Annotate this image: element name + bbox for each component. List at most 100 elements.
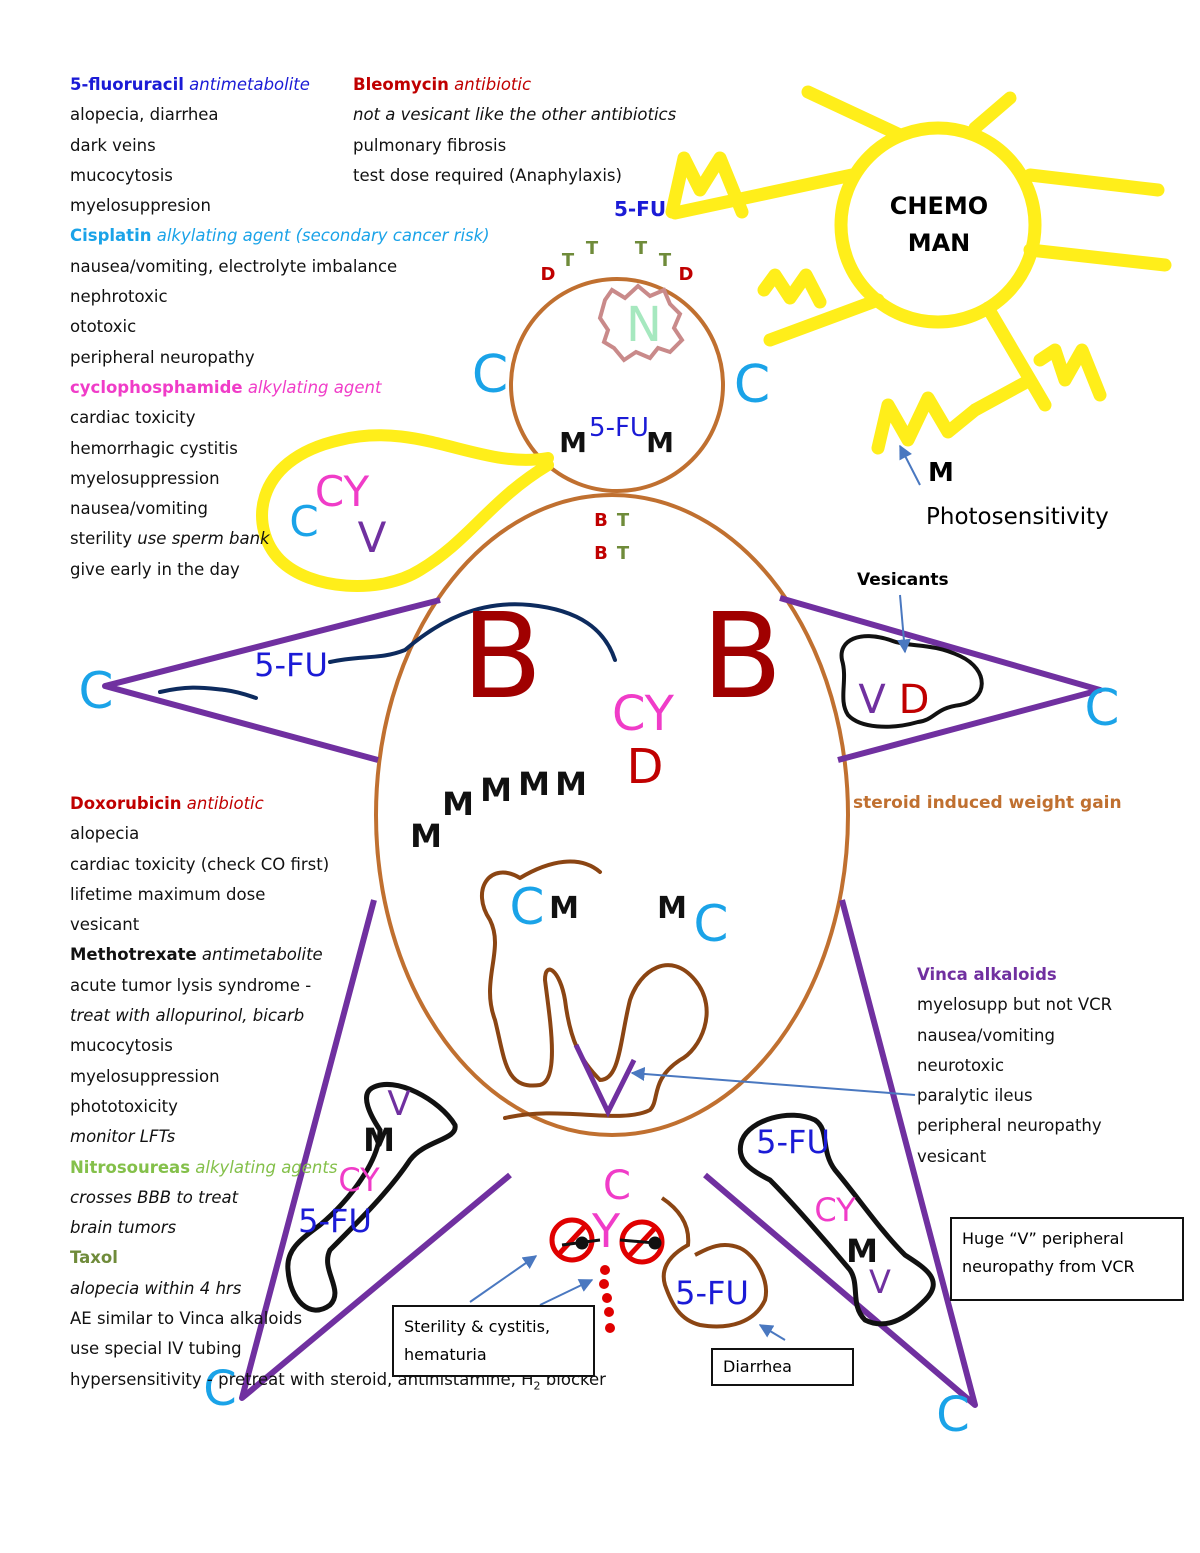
letter-mark: M <box>410 817 442 855</box>
steroid-label: steroid induced weight gain <box>853 793 1122 813</box>
note-line: brain tumors <box>70 1213 606 1243</box>
mouth-swoosh <box>256 429 554 592</box>
letter-mark: 5-FU <box>589 413 649 443</box>
note-text: brain tumors <box>70 1218 177 1238</box>
chemo-label-line2: MAN <box>907 229 971 257</box>
note-text: give early in the day <box>70 559 240 579</box>
note-text: Bleomycin <box>353 75 449 94</box>
letter-mark: C <box>734 355 770 415</box>
note-text: myelosuppression <box>70 468 220 488</box>
letter-mark: C <box>472 345 508 405</box>
v-mark <box>573 1043 637 1118</box>
note-text: hemorrhagic cystitis <box>70 438 238 458</box>
note-text: cardiac toxicity (check CO first) <box>70 854 330 874</box>
letter-mark: T <box>562 250 575 271</box>
photosensitivity-label: Photosensitivity <box>926 504 1109 530</box>
note-text: pulmonary fibrosis <box>353 135 507 155</box>
letter-mark: T <box>659 250 672 271</box>
note-line: AE similar to Vinca alkaloids <box>70 1304 606 1334</box>
note-text: crosses BBB to treat <box>70 1187 239 1207</box>
note-line: myelosupp but not VCR <box>917 990 1112 1020</box>
note-line: cardiac toxicity <box>70 403 490 433</box>
letter-mark: T <box>586 238 599 259</box>
letter-mark: CY <box>338 1161 380 1199</box>
letter-mark: M <box>363 1121 395 1159</box>
note-line: nausea/vomiting <box>70 494 490 524</box>
note-line: treat with allopurinol, bicarb <box>70 1001 606 1031</box>
note-text: nausea/vomiting <box>917 1025 1055 1045</box>
note-text: paralytic ileus <box>917 1086 1033 1106</box>
note-text: sterility <box>70 529 132 549</box>
vesicant-blob <box>839 634 984 729</box>
note-text: acute tumor lysis syndrome - <box>70 975 312 995</box>
note-line: mucocytosis <box>70 1031 606 1061</box>
letter-mark: M <box>549 891 579 926</box>
note-line: hemorrhagic cystitis <box>70 434 490 464</box>
note-line: Cisplatin alkylating agent (secondary ca… <box>70 221 490 251</box>
note-line: not a vesicant like the other antibiotic… <box>353 100 676 130</box>
note-line: pulmonary fibrosis <box>353 131 676 161</box>
note-subtext: antimetabolite <box>196 945 323 965</box>
note-text: Cisplatin <box>70 226 152 246</box>
note-text: alopecia within 4 hrs <box>70 1278 242 1298</box>
sun <box>665 85 1172 455</box>
letter-mark: B <box>462 587 543 725</box>
letter-mark: CY <box>315 467 370 516</box>
note-line: myelosuppression <box>70 464 490 494</box>
letter-mark: Y <box>591 1204 621 1258</box>
letter-mark: M <box>442 785 474 823</box>
letter-mark: B <box>594 510 608 531</box>
note-line: paralytic ileus <box>917 1081 1112 1111</box>
note-line: Taxol <box>70 1243 606 1273</box>
note-line: crosses BBB to treat <box>70 1183 606 1213</box>
note-line: Nitrosoureas alkylating agents <box>70 1153 606 1183</box>
blood-drops-icon <box>599 1265 615 1333</box>
legs <box>239 899 978 1408</box>
note-text: 5-fluoruracil <box>70 75 184 94</box>
note-text: peripheral neuropathy <box>70 347 255 367</box>
note-text: Methotrexate <box>70 945 197 965</box>
note-text: mucocytosis <box>70 165 173 185</box>
note-line: vesicant <box>70 910 606 940</box>
testes-icon <box>561 1236 662 1250</box>
letter-mark: V <box>858 677 886 723</box>
letter-mark: T <box>617 543 630 564</box>
note-text: Nitrosoureas <box>70 1157 191 1177</box>
chemo-label-line1: CHEMO <box>889 192 989 220</box>
head <box>509 277 725 493</box>
note-subtext: alkylating agent (secondary cancer risk) <box>151 226 490 246</box>
note-text: AE similar to Vinca alkaloids <box>70 1309 303 1329</box>
note-line: give early in the day <box>70 555 490 585</box>
note-text: neurotoxic <box>917 1055 1005 1075</box>
note-line: myelosuppresion <box>70 191 490 221</box>
letter-mark: V <box>869 1263 891 1301</box>
note-line: cardiac toxicity (check CO first) <box>70 850 606 880</box>
note-text: nephrotoxic <box>70 287 168 307</box>
letter-mark: 5-FU <box>254 646 328 684</box>
note-text: alopecia <box>70 824 140 844</box>
note-text: Doxorubicin <box>70 794 182 813</box>
note-line: myelosuppression <box>70 1062 606 1092</box>
arrows <box>469 444 921 1341</box>
note-line: alopecia <box>70 819 606 849</box>
note-line: 5-fluoruracil antimetabolite <box>70 70 490 100</box>
letter-mark: M <box>555 765 587 803</box>
note-text: nausea/vomiting, electrolyte imbalance <box>70 256 398 276</box>
note-line: use special IV tubing <box>70 1334 606 1364</box>
note-line: dark veins <box>70 131 490 161</box>
letter-mark: C <box>510 878 545 936</box>
letter-mark: 5-FU <box>675 1274 749 1312</box>
note-text: dark veins <box>70 135 156 155</box>
note-line: nausea/vomiting, electrolyte imbalance <box>70 252 490 282</box>
note-text: nausea/vomiting <box>70 499 208 519</box>
note-text: myelosuppression <box>70 1066 220 1086</box>
note-line: monitor LFTs <box>70 1122 606 1152</box>
note-subtext: alkylating agent <box>242 377 382 397</box>
note-text: use special IV tubing <box>70 1339 242 1359</box>
letter-mark: CY <box>612 686 675 742</box>
note-line: neurotoxic <box>917 1051 1112 1081</box>
left-bone <box>285 1081 458 1313</box>
note-line: alopecia within 4 hrs <box>70 1274 606 1304</box>
